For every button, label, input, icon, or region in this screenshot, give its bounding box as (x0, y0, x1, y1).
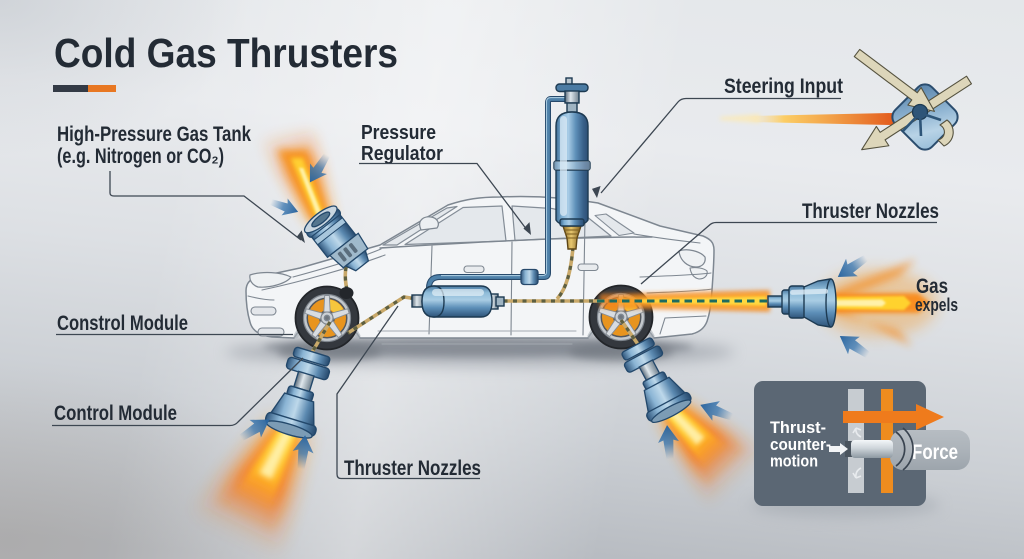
svg-text:Steering Input: Steering Input (724, 75, 843, 98)
svg-text:counter-: counter- (770, 435, 831, 454)
svg-text:Gas: Gas (916, 275, 948, 298)
svg-text:Force: Force (912, 441, 958, 464)
svg-text:expels: expels (915, 295, 958, 315)
svg-text:Thruster Nozzles: Thruster Nozzles (802, 200, 939, 223)
svg-text:motion: motion (770, 452, 818, 471)
svg-text:Thruster Nozzles: Thruster Nozzles (344, 457, 481, 480)
svg-text:Pressure: Pressure (361, 122, 436, 144)
svg-text:High-Pressure Gas Tank: High-Pressure Gas Tank (57, 123, 251, 146)
svg-text:Constrol Module: Constrol Module (57, 312, 188, 335)
svg-text:(e.g. Nitrogen or CO₂): (e.g. Nitrogen or CO₂) (57, 145, 224, 168)
svg-text:Thrust-: Thrust- (770, 418, 826, 437)
svg-text:Cold Gas Thrusters: Cold Gas Thrusters (54, 30, 398, 76)
svg-text:Regulator: Regulator (361, 143, 443, 165)
svg-text:Control Module: Control Module (54, 402, 177, 425)
